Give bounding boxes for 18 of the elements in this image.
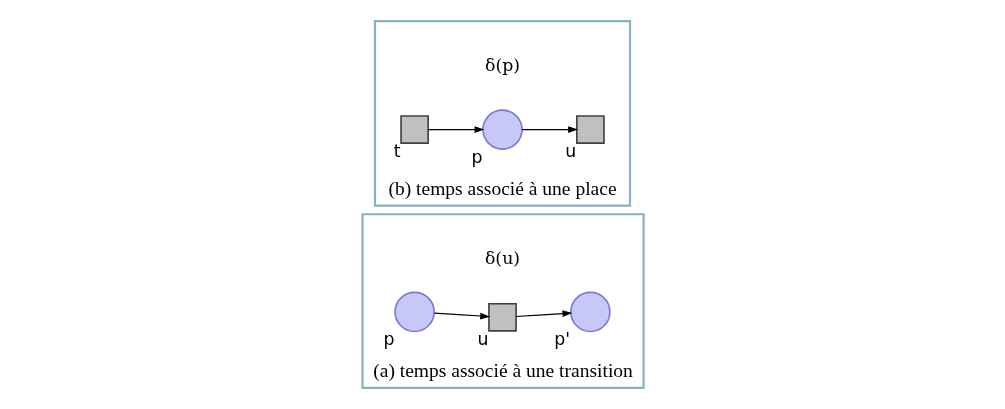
node-label: t xyxy=(393,141,401,162)
node-box xyxy=(576,115,605,144)
node-circle xyxy=(394,291,435,333)
arrow xyxy=(427,126,485,134)
node-label: p xyxy=(383,329,395,350)
arrow xyxy=(433,312,491,320)
node-circle xyxy=(570,291,611,333)
node-circle xyxy=(482,109,523,150)
node-label: u xyxy=(477,328,489,349)
node-box xyxy=(488,302,517,332)
node-label: p xyxy=(471,147,483,168)
node-label: δ(u) xyxy=(484,247,521,268)
arrow xyxy=(521,126,578,134)
node-box xyxy=(400,115,429,144)
node-label: p' xyxy=(554,329,571,350)
arrow xyxy=(515,310,573,318)
node-label: δ(p) xyxy=(484,54,521,75)
node-label: u xyxy=(565,141,577,162)
